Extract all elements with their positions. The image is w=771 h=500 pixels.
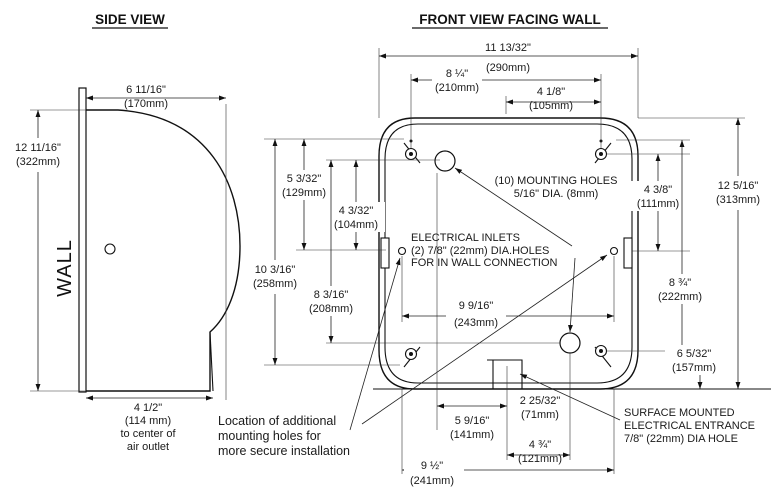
bottom-c-in: 4 ¾" [529, 439, 551, 451]
left-inlet-lower-mm: (104mm) [334, 219, 378, 231]
additional-holes-note-2: mounting holes for [218, 429, 321, 443]
height-value-in: 12 11/16" [15, 142, 61, 154]
overall-height-mm: (313mm) [716, 194, 760, 206]
right-lower-in: 6 5/32" [677, 348, 712, 360]
bottom-c-mm: (121mm) [518, 453, 562, 465]
outlet-note-1: to center of [120, 428, 176, 440]
mounting-hole-upper-left [403, 142, 421, 164]
left-inlet-lower-in: 4 3/32" [339, 205, 374, 217]
left-inner-mm: (208mm) [309, 303, 353, 315]
front-view-title: FRONT VIEW FACING WALL [419, 12, 601, 27]
right-upper-mm: (111mm) [637, 198, 679, 210]
electrical-inlets-note-3: FOR IN WALL CONNECTION [411, 257, 558, 269]
air-outlet-edge [209, 331, 214, 392]
height-label-mask [4, 138, 72, 172]
bottom-d-mm: (241mm) [410, 475, 454, 487]
left-height-in: 10 3/16" [255, 264, 296, 276]
dryer-front-inner-outline [384, 123, 633, 384]
height-value-mm: (322mm) [16, 156, 60, 168]
surface-entrance-box [487, 359, 523, 390]
dryer-front-outline [378, 117, 639, 390]
left-inlet-lower-mask [329, 202, 385, 232]
mounting-hole-upper-right [594, 142, 612, 164]
mounting-hole-lower-right [594, 344, 612, 368]
right-mid-mm: (222mm) [658, 291, 702, 303]
wall-label: WALL [54, 239, 76, 297]
notes: (10) MOUNTING HOLES 5/16" DIA. (8mm) ELE… [218, 167, 755, 458]
mid-hole-spacing-mask [446, 297, 506, 329]
right-side-tab [623, 237, 633, 269]
electrical-inlets-note-1: ELECTRICAL INLETS [411, 232, 520, 244]
side-view: WALL 6 11/16" (170mm) 12 11/16" (322mm) … [4, 84, 241, 453]
depth-value-in: 6 11/16" [126, 84, 166, 96]
left-inner-mask [300, 286, 362, 316]
right-upper-in: 4 3/8" [644, 184, 672, 196]
left-height-mask [243, 260, 305, 294]
surface-entrance-note-1: SURFACE MOUNTED [624, 407, 735, 419]
outlet-note-2: air outlet [127, 441, 169, 453]
additional-leader-right [361, 254, 608, 425]
outlet-value-in: 4 1/2" [134, 402, 162, 414]
surface-entrance-leader [519, 373, 621, 421]
mounting-holes-note-1: (10) MOUNTING HOLES [495, 175, 618, 187]
top-hole-spacing-mask [432, 66, 482, 96]
side-indicator-circle [104, 243, 116, 255]
left-side-tab [380, 237, 390, 269]
left-inlet-upper-mask [276, 170, 332, 200]
overall-height-mask [708, 176, 770, 210]
bottom-a-in: 5 9/16" [455, 415, 490, 427]
overall-width-in: 11 13/32" [485, 42, 531, 54]
electrical-inlet-lower [559, 332, 581, 354]
mounting-hole-mid-left [397, 246, 407, 256]
top-hole-offset-in: 4 1/8" [537, 86, 565, 98]
bottom-d-in: 9 ½" [421, 460, 443, 472]
additional-holes-note-3: more secure installation [218, 444, 350, 458]
depth-value-mm: (170mm) [124, 98, 168, 110]
mid-hole-spacing-mm: (243mm) [454, 317, 498, 329]
electrical-inlet-upper [434, 150, 456, 172]
right-lower-mask [665, 345, 725, 375]
wall-plate [78, 87, 87, 393]
left-height-mm: (258mm) [253, 278, 297, 290]
right-lower-mm: (157mm) [672, 362, 716, 374]
additional-leader-left [349, 257, 401, 431]
bottom-b-mm: (71mm) [521, 409, 559, 421]
top-hole-spacing-mm: (210mm) [435, 82, 479, 94]
right-mid-mask [652, 274, 712, 304]
bottom-d-mask [404, 459, 464, 499]
inlets-leader-upper [454, 167, 573, 247]
top-hole-spacing-in: 8 ¼" [446, 68, 468, 80]
overall-height-in: 12 5/16" [718, 180, 759, 192]
surface-entrance-note-2: ELECTRICAL ENTRANCE [624, 420, 755, 432]
right-upper-mask [630, 181, 686, 211]
mounting-hole-mid-right [609, 246, 619, 256]
mounting-holes-note-2: 5/16" DIA. (8mm) [514, 188, 599, 200]
left-inlet-upper-mm: (129mm) [282, 187, 326, 199]
additional-holes-note-1: Location of additional [218, 414, 336, 428]
bottom-a-mm: (141mm) [450, 429, 494, 441]
outlet-value-mm: (114 mm) [125, 415, 171, 427]
inlets-leader-lower [568, 257, 576, 333]
side-view-title: SIDE VIEW [95, 12, 165, 27]
dryer-side-profile [86, 109, 241, 392]
electrical-inlets-note-2: (2) 7/8" (22mm) DIA.HOLES [411, 245, 549, 257]
mounting-hole-lower-left [403, 346, 421, 368]
surface-entrance-note-3: 7/8" (22mm) DIA HOLE [624, 433, 738, 445]
front-view: 11 13/32" (290mm) 8 ¼" (210mm) 4 1/8" (1… [243, 42, 771, 499]
left-inlet-upper-in: 5 3/32" [287, 173, 322, 185]
bottom-b-in: 2 25/32" [520, 395, 561, 407]
mid-hole-spacing-in: 9 9/16" [459, 300, 494, 312]
left-inner-in: 8 3/16" [314, 289, 349, 301]
right-mid-in: 8 ¾" [669, 277, 691, 289]
overall-width-mm: (290mm) [486, 62, 530, 74]
top-hole-offset-mm: (105mm) [529, 100, 573, 112]
